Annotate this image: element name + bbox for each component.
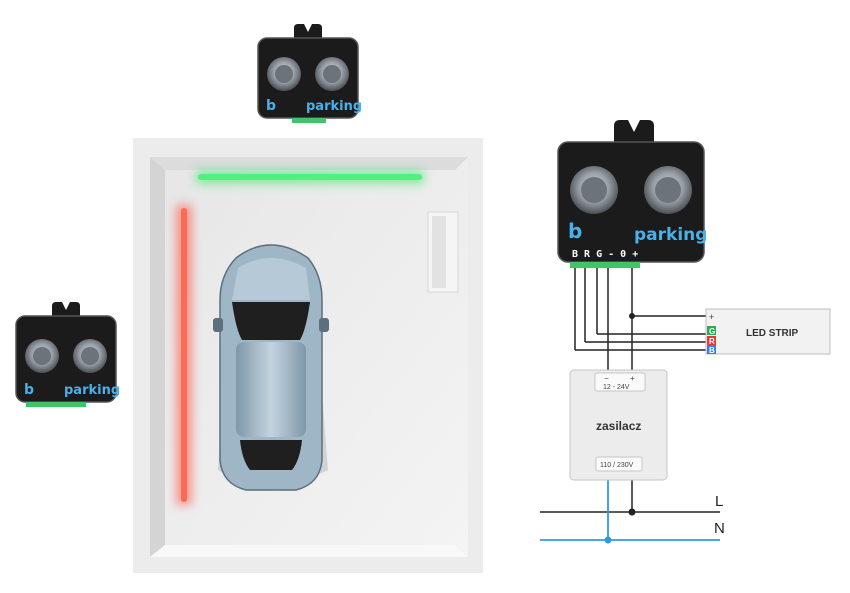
psu-label: zasilacz bbox=[596, 419, 641, 433]
mains-neutral-label: N bbox=[714, 520, 725, 537]
car-roof bbox=[236, 342, 306, 437]
pin-labels: B R G - 0 + bbox=[572, 249, 638, 260]
psu-input-voltage: 110 / 230V bbox=[600, 462, 634, 469]
red-led-strip bbox=[181, 208, 187, 502]
garage-inner-wall-bottom bbox=[150, 545, 468, 557]
output-terminal bbox=[594, 372, 646, 392]
device-connector bbox=[26, 402, 86, 407]
junction-plus bbox=[629, 313, 635, 319]
power-supply-box bbox=[569, 369, 668, 481]
sensor-device-left: b parking bbox=[15, 302, 120, 407]
led-strip-plus: + bbox=[709, 312, 714, 322]
car-mirror-right bbox=[319, 318, 329, 332]
car-mirror-left bbox=[213, 318, 223, 332]
pin-g-badge bbox=[707, 326, 716, 335]
device-connector bbox=[292, 118, 326, 123]
led-strip-module: + G R B LED STRIP bbox=[705, 308, 831, 355]
car bbox=[213, 244, 329, 491]
garage-inner-wall-left bbox=[150, 157, 165, 557]
psu-plus: + bbox=[630, 374, 635, 383]
pin-g-label: G bbox=[709, 327, 715, 336]
car-windshield bbox=[232, 302, 310, 340]
device-clip bbox=[294, 24, 322, 40]
car-rear-window bbox=[240, 440, 302, 470]
device-brand: parking bbox=[306, 99, 362, 114]
logo-icon: b bbox=[568, 219, 582, 243]
main-controller: b parking B R G - 0 + bbox=[557, 120, 707, 268]
device-brand: parking bbox=[64, 383, 120, 398]
car-hood bbox=[232, 258, 310, 300]
device-connector bbox=[570, 262, 640, 268]
power-supply: − + 12 - 24V zasilacz 110 / 230V bbox=[569, 369, 668, 481]
logo-icon: b bbox=[24, 382, 34, 398]
led-strip-label: LED STRIP bbox=[746, 328, 799, 339]
psu-minus: − bbox=[604, 374, 609, 383]
green-led-strip bbox=[198, 174, 422, 180]
led-strip-box bbox=[705, 308, 831, 355]
garage-door-opening bbox=[432, 216, 446, 288]
sensor-device-top: b parking bbox=[257, 24, 362, 123]
device-brand: parking bbox=[634, 225, 707, 245]
device-clip bbox=[614, 120, 654, 146]
mains-line-label: L bbox=[715, 493, 723, 510]
input-terminal bbox=[595, 456, 643, 472]
pin-b-label: B bbox=[709, 346, 715, 355]
junction-neutral bbox=[604, 536, 612, 544]
logo-icon: b bbox=[266, 98, 276, 114]
garage-inner-wall-top bbox=[150, 157, 468, 170]
psu-output-voltage: 12 - 24V bbox=[603, 384, 630, 391]
junction-line bbox=[628, 508, 636, 516]
pin-b-badge bbox=[707, 345, 716, 354]
neutral-wiring bbox=[540, 480, 720, 541]
pin-r-label: R bbox=[709, 337, 715, 346]
device-clip bbox=[52, 302, 80, 318]
pin-r-badge bbox=[707, 336, 716, 345]
